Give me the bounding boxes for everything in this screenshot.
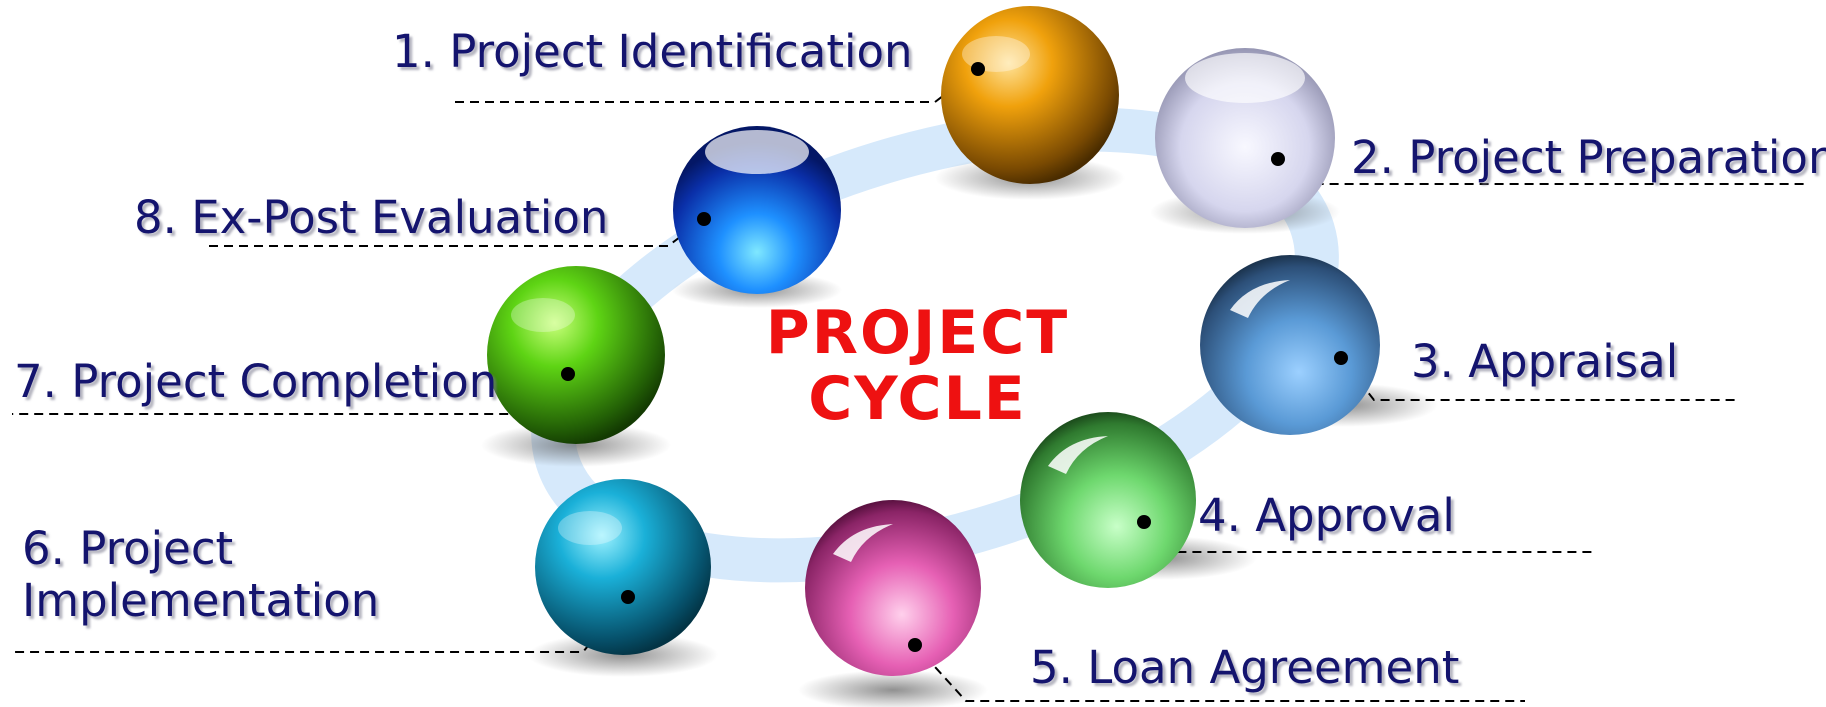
sphere-3 [1200, 255, 1380, 435]
sphere-4 [1020, 412, 1196, 588]
center-title-line2: CYCLE [808, 364, 1027, 434]
step-label-3: 3. Appraisal [1411, 335, 1679, 388]
center-title-line1: PROJECT [765, 298, 1070, 368]
sphere-6 [535, 479, 711, 655]
sphere-2 [1155, 48, 1335, 228]
step-label-2: 2. Project Preparation [1351, 131, 1826, 184]
step-label-7: 7. Project Completion [14, 355, 498, 408]
step-label-5: 5. Loan Agreement [1030, 641, 1460, 694]
step-label-6: 6. Project Implementation [22, 523, 379, 627]
center-title: PROJECT CYCLE [745, 300, 1090, 432]
sphere-1 [941, 6, 1119, 184]
sphere-7 [487, 266, 665, 444]
step-label-4: 4. Approval [1198, 489, 1455, 542]
leader-dots [561, 62, 1348, 652]
sphere-8 [673, 126, 841, 294]
leader-line-4 [1143, 521, 1592, 553]
step-label-6-line2: Implementation [22, 573, 380, 627]
step-label-8: 8. Ex-Post Evaluation [134, 191, 609, 244]
sphere-5 [805, 500, 981, 676]
leader-line-5 [914, 644, 1525, 702]
step-label-1: 1. Project Identification [392, 25, 913, 78]
step-label-6-line1: 6. Project [22, 522, 234, 575]
